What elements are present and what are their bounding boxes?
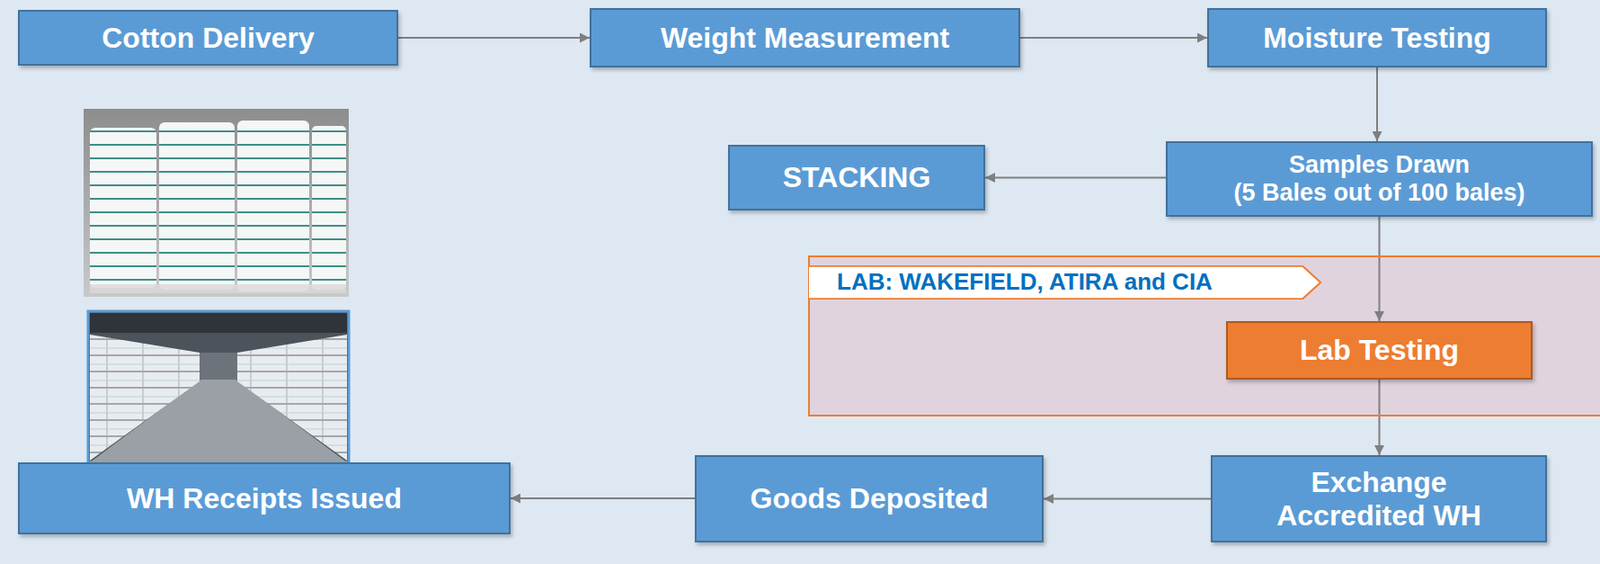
process-box: WH Receipts Issued bbox=[17, 462, 511, 534]
bale-stack bbox=[237, 334, 347, 461]
warehouse-aisle-end bbox=[199, 352, 238, 380]
process-box: Samples Drawn(5 Bales out of 100 bales) bbox=[1165, 141, 1593, 217]
box-label: Cotton Delivery bbox=[101, 21, 314, 55]
lab-label: LAB: WAKEFIELD, ATIRA and CIA bbox=[836, 268, 1213, 296]
flow-arrow bbox=[398, 36, 590, 39]
process-box: STACKING bbox=[728, 144, 986, 211]
box-label: (5 Bales out of 100 bales) bbox=[1233, 178, 1525, 207]
box-label: Moisture Testing bbox=[1262, 21, 1492, 55]
flow-arrow bbox=[1376, 67, 1378, 142]
lab-tag: LAB: WAKEFIELD, ATIRA and CIA bbox=[808, 265, 1324, 300]
process-box: Goods Deposited bbox=[694, 454, 1044, 543]
cotton-bale bbox=[311, 125, 347, 290]
process-box: Weight Measurement bbox=[589, 8, 1021, 68]
box-label: Exchange Accredited WH bbox=[1253, 465, 1505, 533]
flow-arrow bbox=[1043, 497, 1211, 500]
photo-floor bbox=[89, 284, 347, 294]
box-label: Samples Drawn bbox=[1288, 151, 1470, 179]
bales-photo bbox=[83, 108, 349, 297]
process-box: Cotton Delivery bbox=[17, 9, 399, 66]
box-label: Goods Deposited bbox=[750, 481, 989, 516]
cotton-bale bbox=[237, 120, 310, 292]
process-box: Moisture Testing bbox=[1207, 8, 1547, 68]
photo-ground bbox=[88, 311, 349, 463]
warehouse-photo bbox=[88, 311, 349, 463]
flow-arrow bbox=[1020, 36, 1208, 39]
flow-arrow bbox=[985, 177, 1166, 179]
warehouse-ceiling bbox=[89, 312, 347, 333]
lab-process-box: Lab Testing bbox=[1226, 320, 1533, 380]
flow-arrow bbox=[510, 497, 695, 499]
process-box: Exchange Accredited WH bbox=[1210, 454, 1547, 543]
box-label: Weight Measurement bbox=[660, 21, 950, 55]
box-label: STACKING bbox=[782, 160, 932, 195]
box-label: Lab Testing bbox=[1299, 333, 1459, 367]
cotton-bale bbox=[159, 122, 235, 290]
lab-band-fill bbox=[808, 255, 1600, 417]
bale-stack bbox=[89, 334, 200, 461]
flow-arrow bbox=[1378, 216, 1381, 321]
lab-band: Lab Testing LAB: WAKEFIELD, ATIRA and CIA bbox=[808, 255, 1600, 417]
photo-ground bbox=[83, 108, 349, 297]
flow-arrow bbox=[1378, 379, 1381, 455]
cotton-bale bbox=[89, 127, 157, 288]
box-label: WH Receipts Issued bbox=[126, 481, 402, 516]
